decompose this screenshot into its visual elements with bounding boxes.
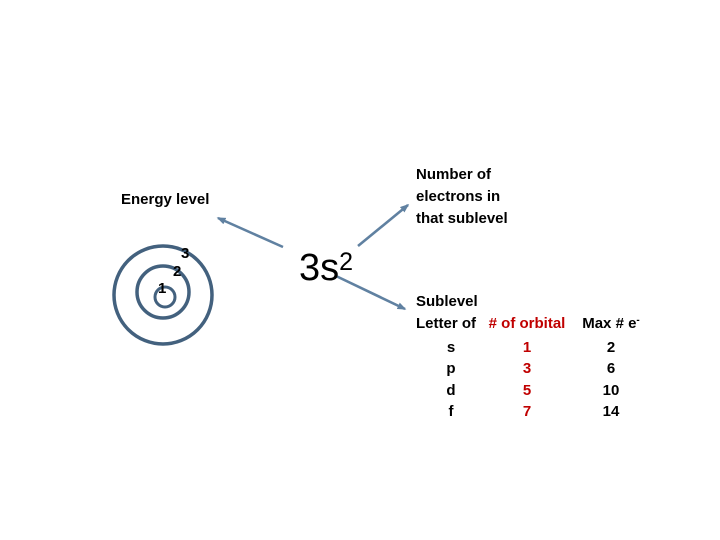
cell-orbitals: 5 [522, 381, 532, 399]
cell-max-electrons: 6 [606, 360, 616, 377]
electron-count-line-3: that sublevel [416, 210, 508, 227]
electron-count-line-2: electrons in [416, 188, 501, 205]
cell-letter: s [446, 338, 456, 356]
header-max-electrons: Max # e- [582, 315, 640, 332]
header-num-of-orbital: # of orbital [488, 315, 566, 332]
cell-letter: f [448, 403, 454, 420]
sublevel-table: Sublevel Letter of # of orbital Max # e-… [416, 290, 654, 423]
table-row-s: s 1 2 [416, 337, 654, 359]
table-row-p: p 3 6 [416, 358, 654, 380]
notation-base: 3s [299, 247, 340, 289]
ring-label-1: 1 [158, 280, 167, 297]
cell-orbitals: 1 [522, 338, 532, 356]
arrow-to-electron-count [357, 203, 410, 248]
notation-superscript: 2 [339, 248, 354, 276]
sublevel-table-header-row: Letter of # of orbital Max # e- [416, 313, 654, 337]
cell-letter: d [446, 381, 456, 399]
arrow-to-energy-level [216, 216, 284, 249]
header-max-electrons-superscript: - [636, 315, 640, 326]
ring-label-3: 3 [181, 245, 190, 262]
ring-label-2: 2 [173, 263, 182, 280]
table-row-f: f 7 14 [416, 401, 654, 423]
cell-max-electrons: 14 [602, 403, 620, 420]
sublevel-table-title: Sublevel [416, 293, 478, 310]
table-row-d: d 5 10 [416, 380, 654, 402]
electron-count-line-1: Number of [416, 166, 491, 183]
electron-count-label: Number of electrons in that sublevel [416, 164, 508, 230]
header-letter-of: Letter of [416, 315, 476, 332]
cell-max-electrons: 10 [602, 381, 620, 399]
cell-orbitals: 7 [522, 403, 532, 420]
cell-max-electrons: 2 [606, 338, 616, 356]
cell-letter: p [446, 360, 456, 377]
cell-orbitals: 3 [522, 360, 532, 377]
electron-configuration-notation: 3s2 [299, 249, 353, 287]
energy-level-label: Energy level [121, 191, 210, 208]
